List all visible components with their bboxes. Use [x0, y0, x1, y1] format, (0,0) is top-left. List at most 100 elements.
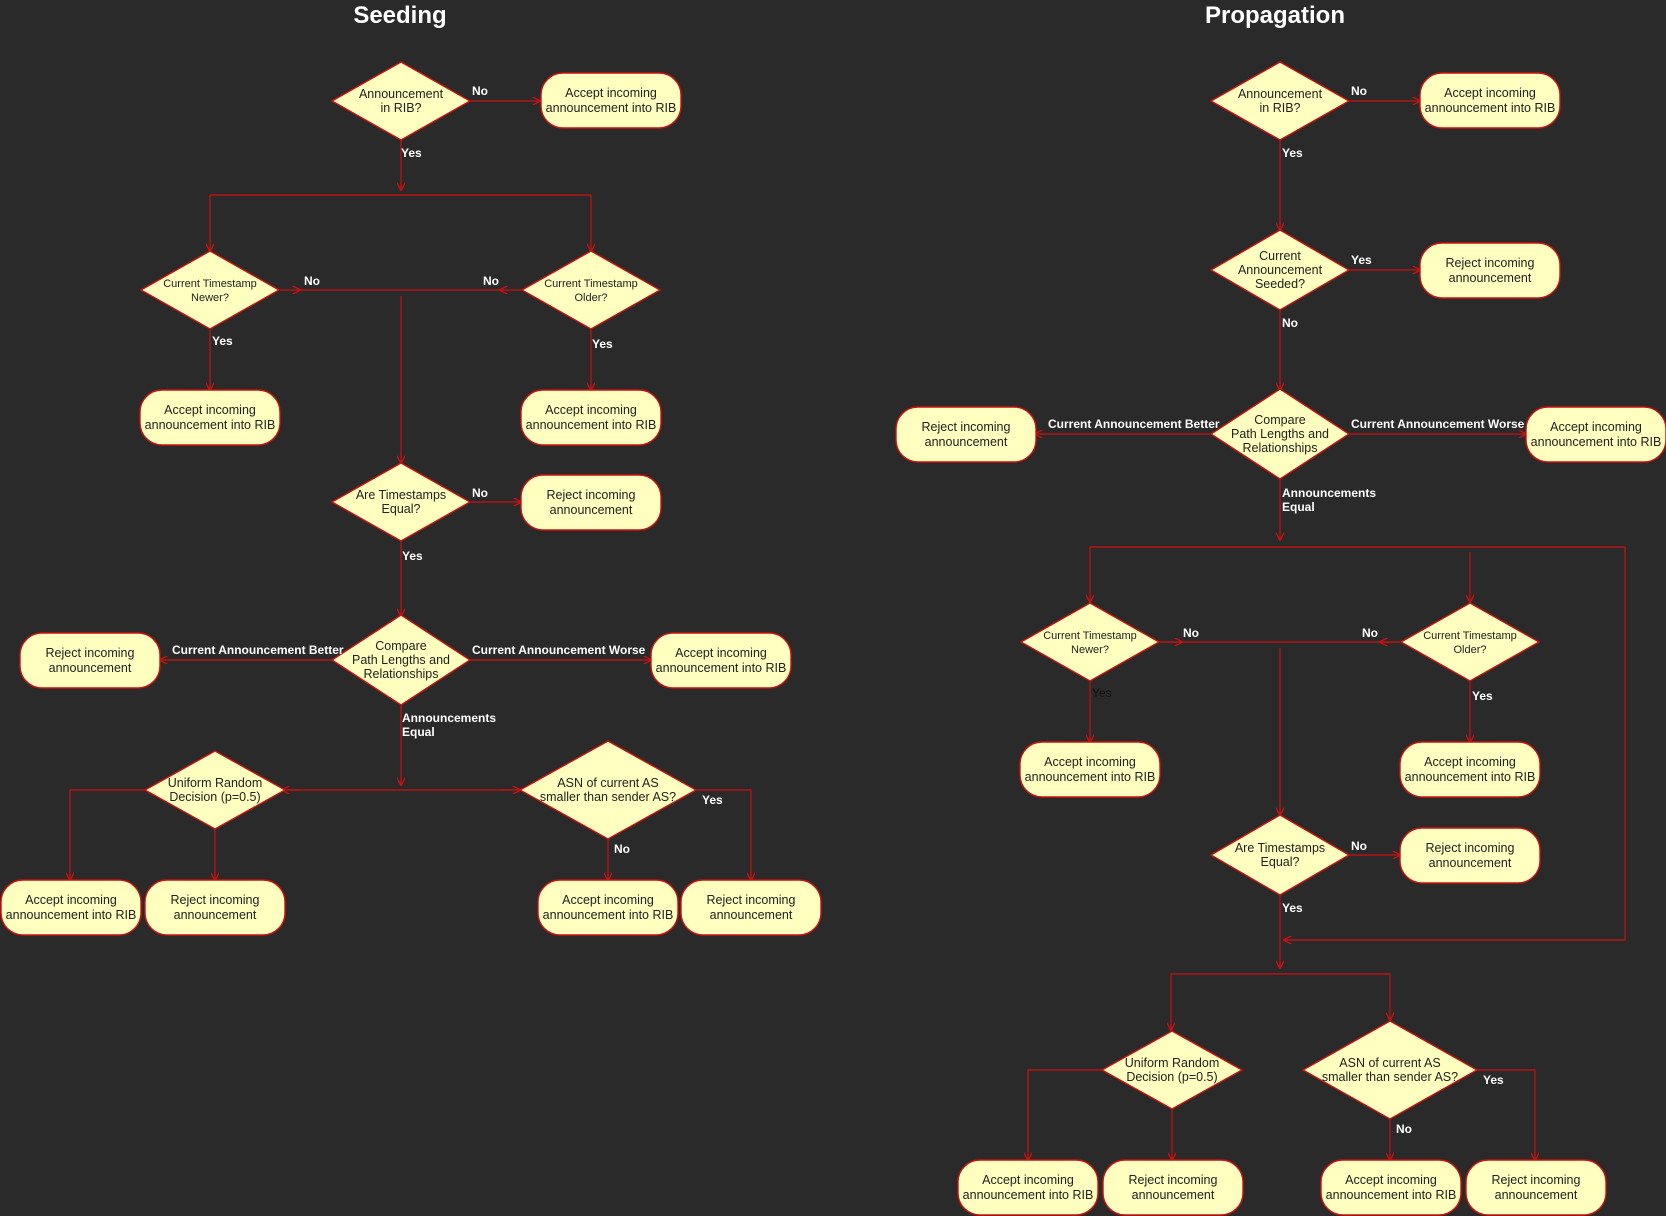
p-decision-ts-equal-shape [1209, 814, 1351, 896]
p-decision-asn-text-line: smaller than sender AS? [1322, 1070, 1458, 1084]
s-accept-6-text-line: announcement into RIB [543, 908, 674, 922]
s-decision-asn-text-line: ASN of current AS [557, 776, 658, 790]
s-accept-2-text-line: Accept incoming [164, 403, 256, 417]
s-accept-6-text-line: Accept incoming [562, 893, 654, 907]
p-reject-2-text-line: announcement [925, 435, 1008, 449]
s-reject-4-text-line: Reject incoming [707, 893, 796, 907]
p-reject-2-shape [895, 406, 1037, 463]
p-decision-ts-newer-shape [1019, 602, 1161, 682]
p-reject-3-text-line: announcement [1429, 856, 1512, 870]
s-reject-1-shape [520, 474, 662, 531]
s-reject-1-text-line: announcement [550, 503, 633, 517]
p-lbl-d6-yes: Yes [1282, 901, 1303, 915]
p-reject-5-shape [1465, 1159, 1607, 1216]
p-reject-4-text-line: Reject incoming [1129, 1173, 1218, 1187]
s-decision-ts-equal-text-line: Equal? [382, 502, 421, 516]
p-accept-6-text-line: Accept incoming [1345, 1173, 1437, 1187]
s-decision-asn-text-line: smaller than sender AS? [540, 790, 676, 804]
p-accept-1-text-line: Accept incoming [1444, 86, 1536, 100]
edges-layer [70, 101, 1626, 1160]
s-reject-4-text-line: announcement [710, 908, 793, 922]
p-lbl-d1-no: No [1351, 84, 1367, 98]
s-accept-4-text-line: announcement into RIB [656, 661, 787, 675]
s-accept-3-shape [520, 389, 662, 446]
p-lbl-d2-yes: Yes [1351, 253, 1372, 267]
s-reject-1-text-line: Reject incoming [547, 488, 636, 502]
p-lbl-equal-line: Announcements [1282, 486, 1376, 500]
p-lbl-d1-yes: Yes [1282, 146, 1303, 160]
p-reject-5-text-line: Reject incoming [1492, 1173, 1581, 1187]
p-lbl-worse: Current Announcement Worse [1351, 417, 1525, 431]
p-decision-compare-text-line: Relationships [1242, 441, 1317, 455]
s-lbl-d2-no: No [304, 274, 320, 288]
s-accept-2-shape [139, 389, 281, 446]
p-decision-in-rib-shape [1209, 61, 1351, 141]
s-accept-1-text-line: Accept incoming [565, 86, 657, 100]
s-decision-ts-older-text-line: Current Timestamp [544, 278, 638, 290]
p-decision-ts-newer-text-line: Current Timestamp [1043, 630, 1137, 642]
s-decision-compare-text-line: Path Lengths and [352, 653, 450, 667]
s-decision-in-rib-text-line: in RIB? [381, 101, 422, 115]
p-decision-compare-text-line: Path Lengths and [1231, 427, 1329, 441]
p-decision-random-text-line: Decision (p=0.5) [1126, 1070, 1217, 1084]
p-lbl-better: Current Announcement Better [1048, 417, 1220, 431]
s-accept-3-text-line: Accept incoming [545, 403, 637, 417]
p-accept-5-shape [957, 1159, 1099, 1216]
p-decision-ts-older-shape [1399, 602, 1541, 682]
s-accept-3-text-line: announcement into RIB [526, 418, 657, 432]
s-e-d7-r4 [696, 789, 751, 880]
s-reject-3-text-line: announcement [174, 908, 257, 922]
s-lbl-better: Current Announcement Better [172, 643, 344, 657]
p-lbl-d5-no: No [1362, 626, 1378, 640]
p-accept-6-text-line: announcement into RIB [1326, 1188, 1457, 1202]
p-accept-1-shape [1419, 72, 1561, 129]
s-decision-compare-shape [330, 614, 472, 706]
title-seeding: Seeding [353, 2, 446, 29]
p-reject-1-shape [1419, 242, 1561, 299]
s-lbl-d3-no: No [483, 274, 499, 288]
p-decision-ts-newer-text-line: Newer? [1071, 644, 1109, 656]
s-reject-2-shape [19, 632, 161, 689]
p-decision-ts-equal-text-line: Equal? [1261, 855, 1300, 869]
s-decision-compare-text-line: Compare [375, 639, 426, 653]
s-decision-random-text-line: Uniform Random [168, 776, 262, 790]
s-lbl-d1-yes: Yes [401, 146, 422, 160]
s-lbl-d7-yes: Yes [702, 793, 723, 807]
p-accept-5-text-line: Accept incoming [982, 1173, 1074, 1187]
s-accept-4-text-line: Accept incoming [675, 646, 767, 660]
p-decision-asn-text-line: ASN of current AS [1339, 1056, 1440, 1070]
p-e-split-bar [1090, 546, 1626, 940]
